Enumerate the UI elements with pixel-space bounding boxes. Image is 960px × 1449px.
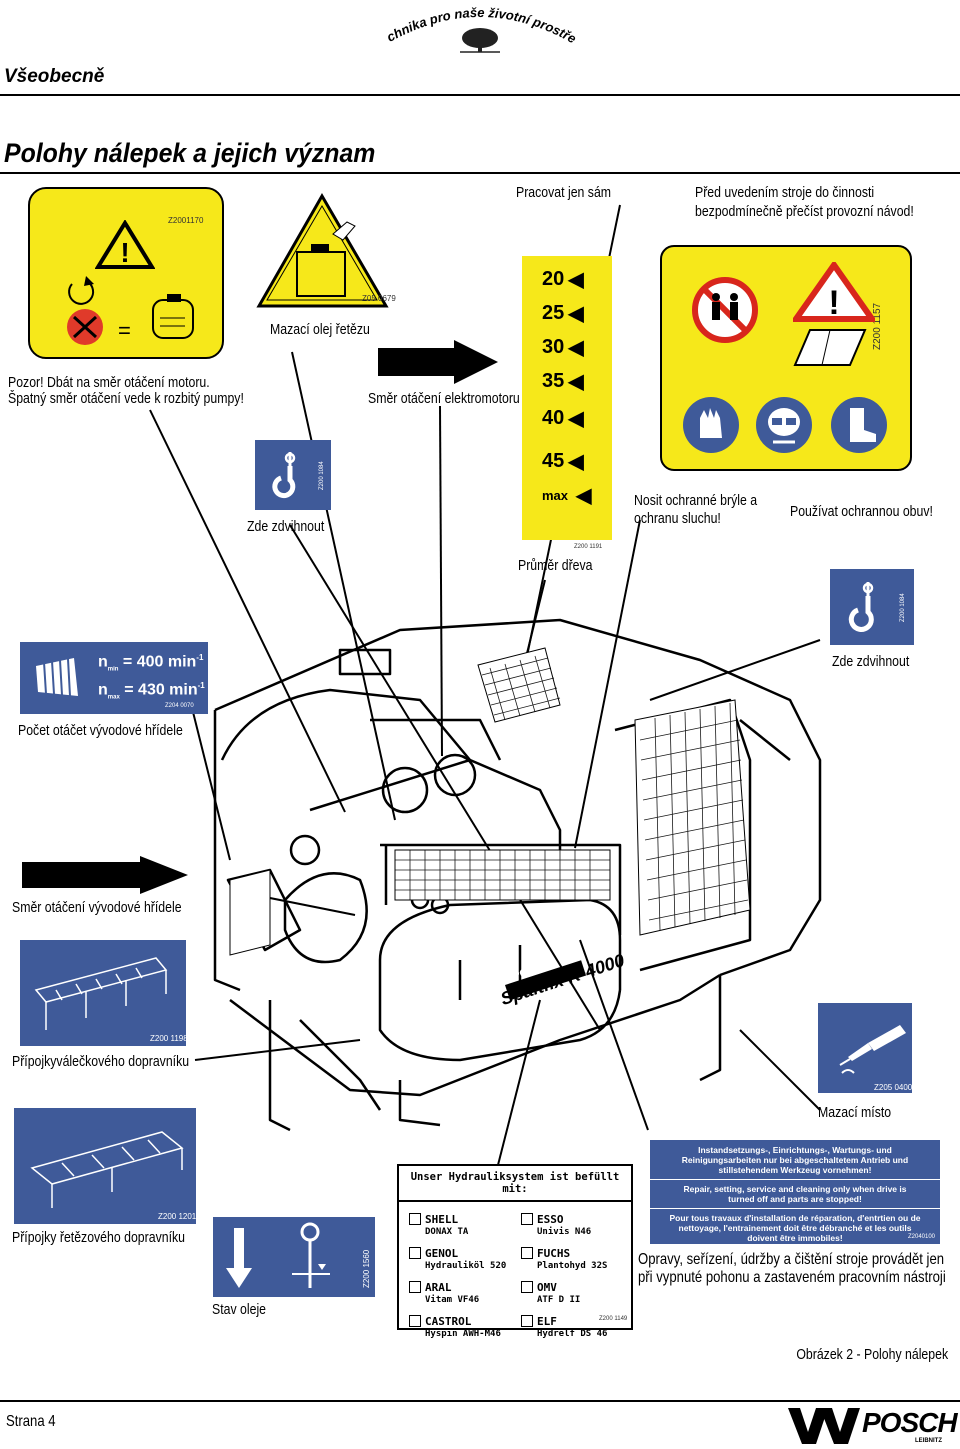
manual-book-icon	[793, 329, 867, 366]
gloves-icon	[683, 397, 739, 453]
read-manual-label-2: bezpodmínečně přečíst provozní návod!	[695, 203, 914, 220]
pto-speed-code: Z204 0070	[165, 703, 194, 709]
posch-logo-text: POSCH	[862, 1407, 958, 1438]
roller-conveyor-sticker	[20, 940, 186, 1046]
diameter-code: Z200 1191	[574, 544, 603, 550]
diameter-sticker	[522, 256, 612, 540]
safety-boots-icon	[831, 397, 887, 453]
repair-label-2: při vypnuté pohonu a zastaveném pracovní…	[638, 1269, 946, 1286]
chain-conveyor-label: Přípojky řetězového dopravníku	[12, 1229, 185, 1246]
header-logo: Technika pro naše životní prostředí	[376, 0, 580, 60]
oil-level-label: Stav oleje	[212, 1301, 267, 1318]
hook-sticker-top	[255, 440, 331, 510]
repair-label-1: Opravy, seřízení, údržby a čištění stroj…	[638, 1251, 945, 1268]
motor-direction-arrow-icon	[378, 340, 498, 384]
pto-nmin: nmin = 400 min-1	[98, 653, 204, 673]
figure-caption: Obrázek 2 - Polohy nálepek	[796, 1346, 948, 1363]
equals-sign: =	[118, 318, 131, 343]
hydraulic-code: Z200 1149	[599, 1316, 628, 1322]
goggles-label-2: ochranu sluchu!	[634, 510, 721, 527]
chain-conveyor-icon	[30, 1131, 184, 1208]
broken-pump-icon	[152, 294, 194, 339]
hook-right-code: Z200 1084	[900, 593, 906, 622]
posch-logo-icon	[788, 1408, 860, 1444]
diameter-value: 40◀	[542, 406, 584, 430]
repair-en: Repair, setting, service and cleaning on…	[650, 1180, 940, 1209]
chain-conveyor-code: Z200 1201	[158, 1212, 197, 1221]
hydraulic-oil-sticker: Unser Hydrauliksystem ist befüllt mit: S…	[397, 1164, 633, 1339]
title-rule	[0, 172, 960, 174]
hook-right-label: Zde zdvihnout	[832, 653, 910, 670]
hook-icon	[848, 582, 874, 632]
boots-label: Používat ochrannou obuv!	[790, 503, 933, 520]
goggles-label-1: Nosit ochranné brýle a	[634, 492, 758, 509]
read-manual-label-1: Před uvedením stroje do činnosti	[695, 184, 875, 201]
chain-oil-code: Z05 0679	[362, 294, 396, 303]
oil-level-code: Z200 1560	[362, 1249, 371, 1288]
motor-rotation-label-1: Pozor! Dbát na směr otáčení motoru.	[8, 374, 210, 391]
roller-conveyor-label: Přípojkyválečkového dopravníku	[12, 1053, 190, 1070]
diameter-value: 45◀	[542, 449, 584, 473]
motor-rotation-label-2: Špatný směr otáčení vede k rozbitý pumpy…	[8, 390, 244, 407]
pto-nmax: nmax = 430 min-1	[98, 681, 205, 701]
pto-direction-arrow-icon	[22, 856, 188, 894]
diameter-value: 30◀	[542, 335, 584, 359]
no-bystanders-icon	[692, 277, 758, 343]
roller-conveyor-icon	[34, 957, 168, 1030]
repair-sticker: Instandsetzungs-, Einrichtungs-, Wartung…	[650, 1140, 940, 1244]
hydraulic-title: Unser Hydrauliksystem ist befüllt mit:	[399, 1166, 631, 1202]
pto-shaft-icon	[36, 658, 78, 697]
diameter-value: 20◀	[542, 267, 584, 291]
diameter-value: 35◀	[542, 369, 584, 393]
chain-conveyor-sticker	[14, 1108, 196, 1224]
motor-direction-label: Směr otáčení elektromotoru	[368, 390, 520, 407]
tree-logo-icon: Technika pro naše životní prostředí	[376, 0, 579, 53]
page-title: Polohy nálepek a jejich význam	[4, 138, 376, 168]
roller-conveyor-code: Z200 1198	[150, 1034, 188, 1043]
repair-code: Z2040100	[908, 1234, 936, 1240]
footer-rule	[0, 1400, 960, 1402]
diameter-value: 25◀	[542, 301, 584, 325]
chain-oil-sticker	[256, 192, 389, 308]
pto-direction-label: Směr otáčení vývodové hřídele	[12, 899, 182, 916]
motor-rotation-code: Z2001170	[168, 216, 204, 225]
pto-speed-label: Počet otáčet vývodové hřídele	[18, 722, 183, 739]
svg-text:!: !	[120, 237, 129, 268]
grease-label: Mazací místo	[818, 1104, 892, 1121]
page-number: Strana 4	[6, 1413, 56, 1430]
section-title: Všeobecně	[4, 66, 105, 87]
hook-top-label: Zde zdvihnout	[247, 518, 325, 535]
chain-oil-label: Mazací olej řetězu	[270, 321, 370, 338]
posch-logo-sub: LEIBNITZ	[915, 1438, 942, 1444]
diameter-label: Průměr dřeva	[518, 557, 593, 574]
hook-icon	[272, 452, 296, 499]
grease-code: Z205 0400	[874, 1083, 913, 1092]
hook-top-code: Z200 1084	[319, 461, 325, 490]
repair-fr: Pour tous travaux d'installation de répa…	[669, 1213, 921, 1243]
diameter-value: max◀	[542, 484, 592, 507]
rotation-arrow-icon	[68, 276, 95, 305]
header-rule	[0, 94, 960, 96]
oil-level-icon	[226, 1222, 330, 1288]
grease-gun-icon	[839, 1025, 906, 1074]
warning-triangle-icon: !	[95, 220, 155, 269]
hook-sticker-right	[830, 569, 914, 645]
svg-text:!: !	[828, 284, 839, 322]
wrong-direction-icon	[67, 309, 103, 345]
repair-de: Instandsetzungs-, Einrichtungs-, Wartung…	[650, 1140, 940, 1180]
warning-triangle-icon: !	[793, 262, 875, 322]
diameter-values: 20◀ 25◀ 30◀ 35◀ 40◀ 45◀ max◀	[522, 262, 612, 512]
work-alone-label: Pracovat jen sám	[516, 184, 612, 201]
goggles-icon	[756, 397, 812, 453]
